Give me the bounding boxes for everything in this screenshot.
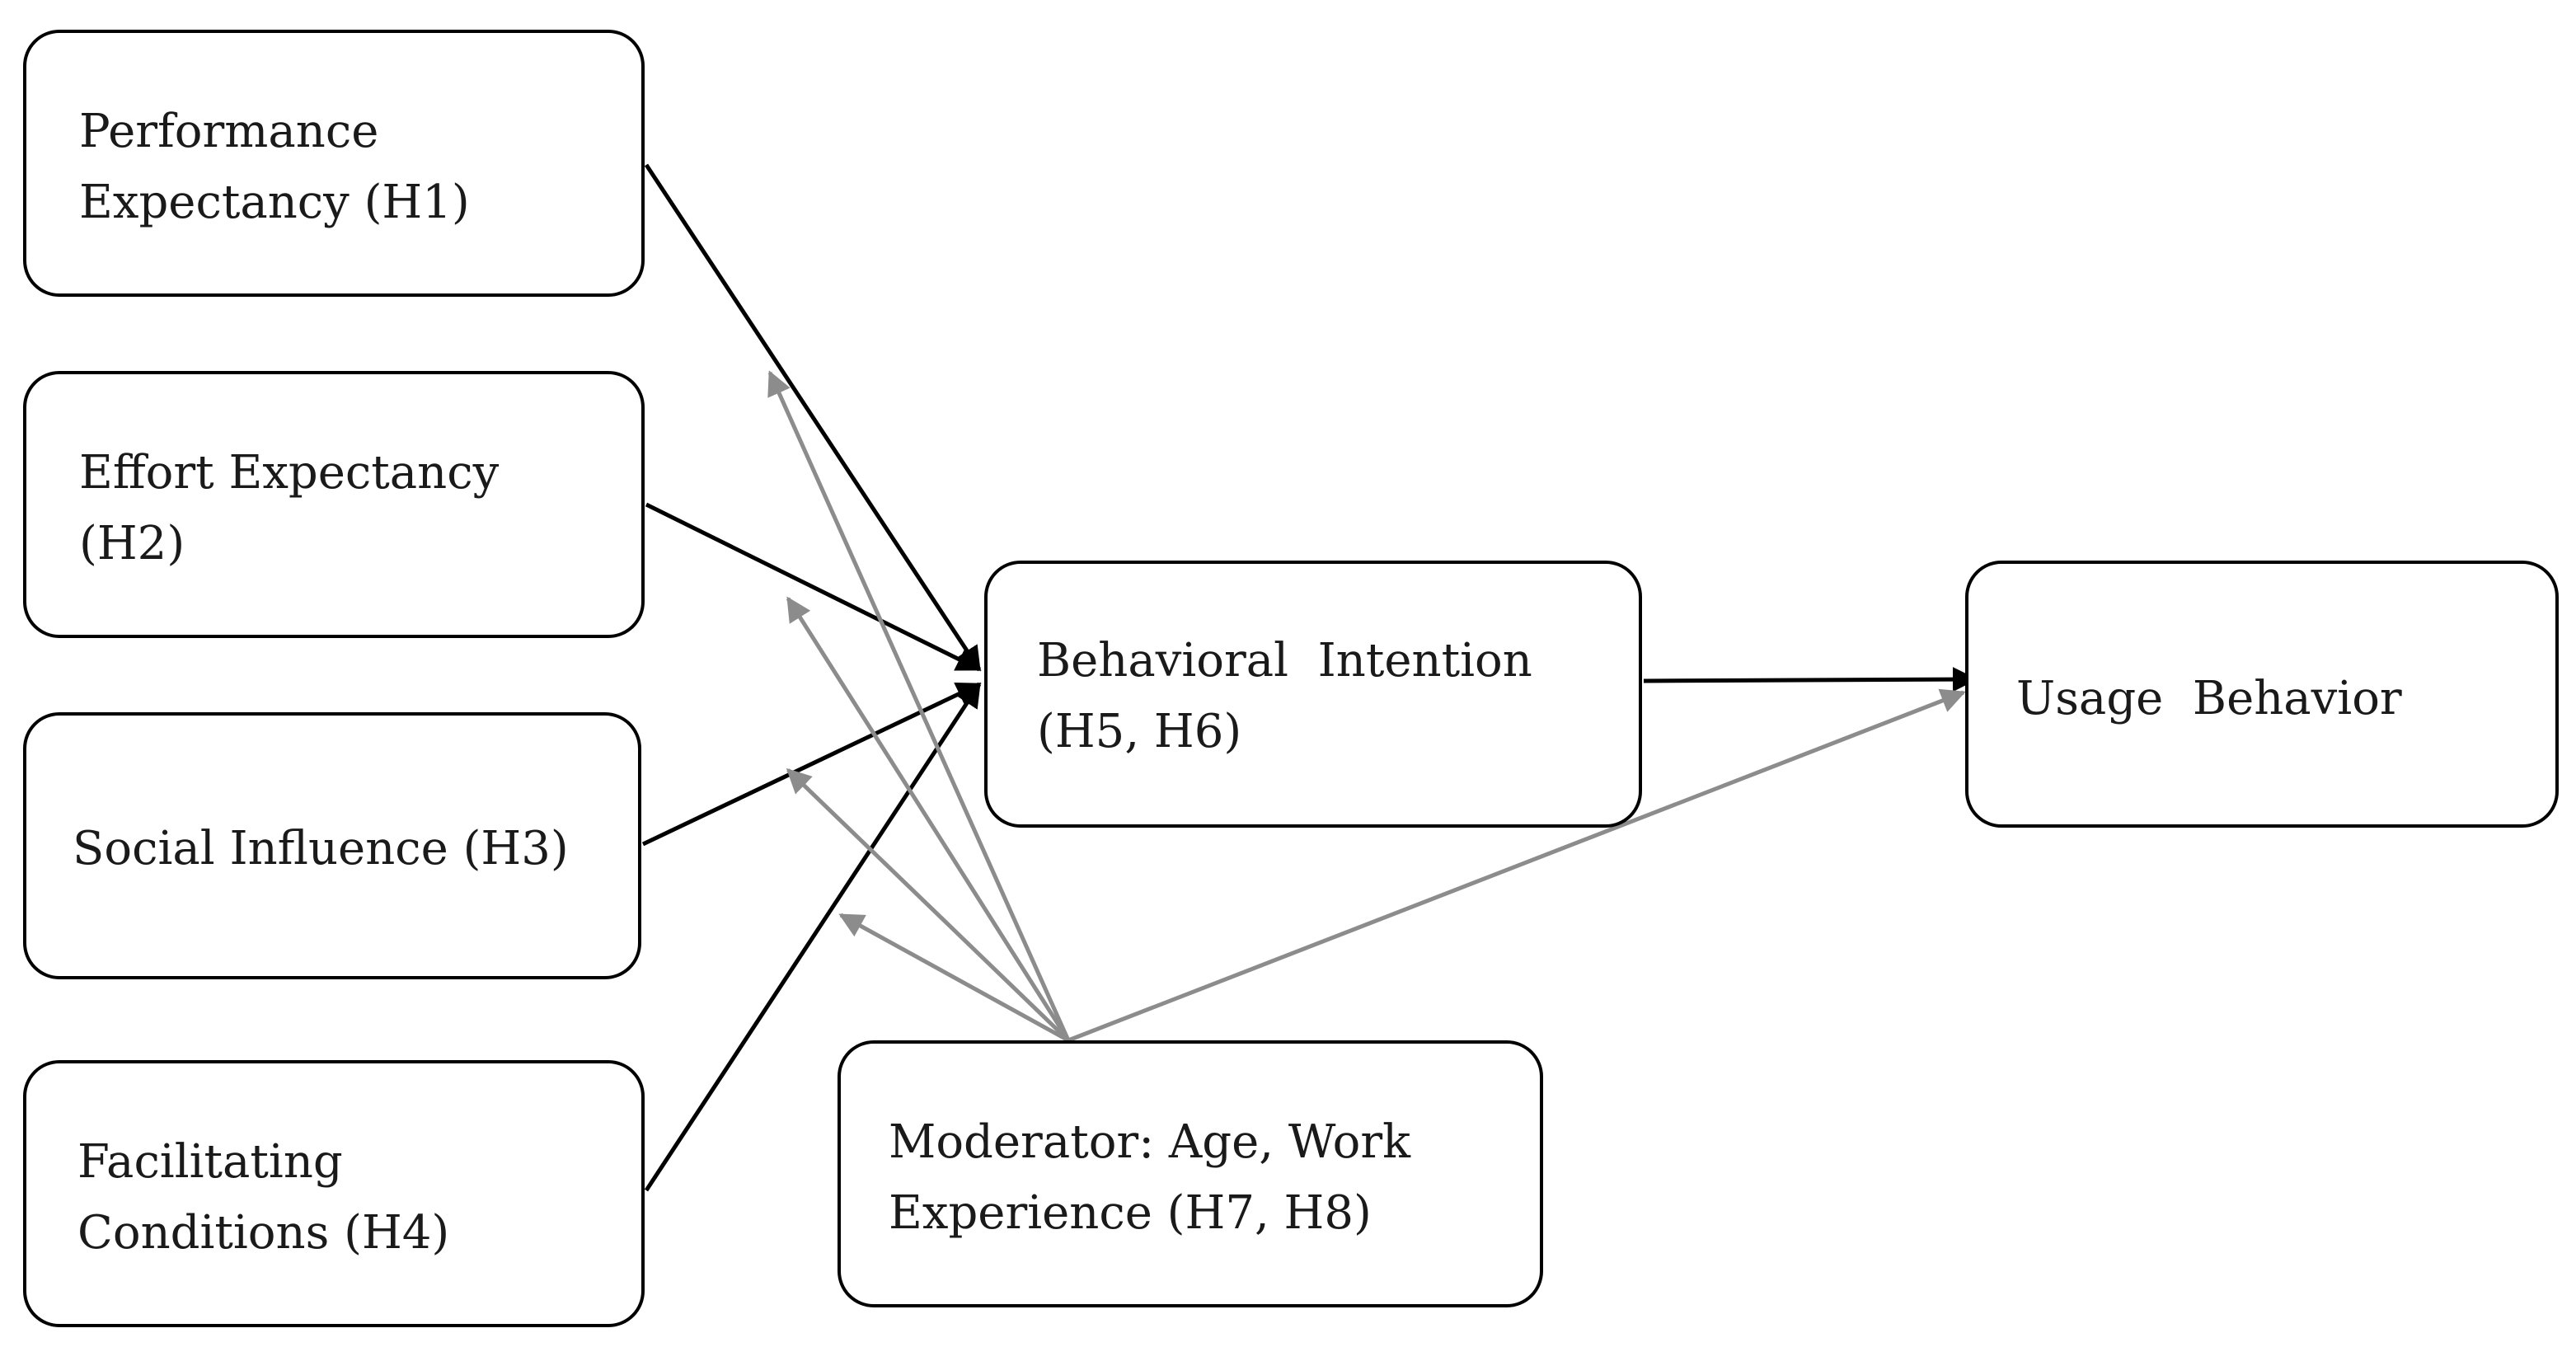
facilitating-conditions-label-line1: Facilitating bbox=[77, 1135, 343, 1189]
moderator-box bbox=[838, 1040, 1543, 1307]
arrow-intention-to-usage bbox=[1643, 667, 1978, 692]
usage-behavior-label: Usage Behavior bbox=[2016, 672, 2402, 725]
node-behavioral-intention: Behavioral Intention (H5, H6) bbox=[984, 561, 1642, 828]
behavioral-intention-label-line2: (H5, H6) bbox=[1037, 705, 1241, 758]
node-facilitating-conditions: Facilitating Conditions (H4) bbox=[23, 1060, 645, 1327]
facilitating-conditions-label-line2: Conditions (H4) bbox=[77, 1206, 449, 1260]
performance-expectancy-label-line2: Expectancy (H1) bbox=[79, 176, 470, 229]
effort-expectancy-label-line1: Effort Expectancy bbox=[79, 446, 500, 500]
performance-expectancy-box bbox=[23, 30, 645, 297]
moderator-label-line2: Experience (H7, H8) bbox=[889, 1186, 1372, 1240]
moderator-arrow-to-usage bbox=[1067, 688, 1966, 1043]
direct-arrows bbox=[641, 163, 1978, 1192]
moderator-arrow-to-h4-path bbox=[838, 913, 1070, 1043]
node-moderator: Moderator: Age, Work Experience (H7, H8) bbox=[838, 1040, 1543, 1307]
behavioral-intention-label-line1: Behavioral Intention bbox=[1037, 634, 1532, 688]
effort-expectancy-label-line2: (H2) bbox=[79, 517, 185, 570]
arrow-facilitating-to-intention bbox=[644, 682, 982, 1192]
moderator-arrow-to-h3-path bbox=[786, 767, 1070, 1042]
node-effort-expectancy: Effort Expectancy (H2) bbox=[23, 371, 645, 638]
social-influence-label: Social Influence (H3) bbox=[73, 822, 569, 875]
node-social-influence: Social Influence (H3) bbox=[23, 712, 641, 979]
moderator-arrow-to-h2-path bbox=[786, 596, 1071, 1042]
effort-expectancy-box bbox=[23, 371, 645, 638]
behavioral-intention-box bbox=[984, 561, 1642, 828]
usage-behavior-box bbox=[1965, 561, 2559, 828]
facilitating-conditions-box bbox=[23, 1060, 645, 1327]
arrow-performance-to-intention bbox=[644, 163, 982, 672]
arrow-effort-to-intention bbox=[645, 502, 982, 672]
moderating-arrows bbox=[767, 370, 1966, 1043]
social-influence-box bbox=[23, 712, 641, 979]
node-usage-behavior: Usage Behavior bbox=[1965, 561, 2559, 828]
moderator-arrow-to-h1-path bbox=[767, 370, 1071, 1042]
node-performance-expectancy: Performance Expectancy (H1) bbox=[23, 30, 645, 297]
moderator-label-line1: Moderator: Age, Work bbox=[889, 1115, 1411, 1169]
performance-expectancy-label-line1: Performance bbox=[79, 105, 378, 158]
